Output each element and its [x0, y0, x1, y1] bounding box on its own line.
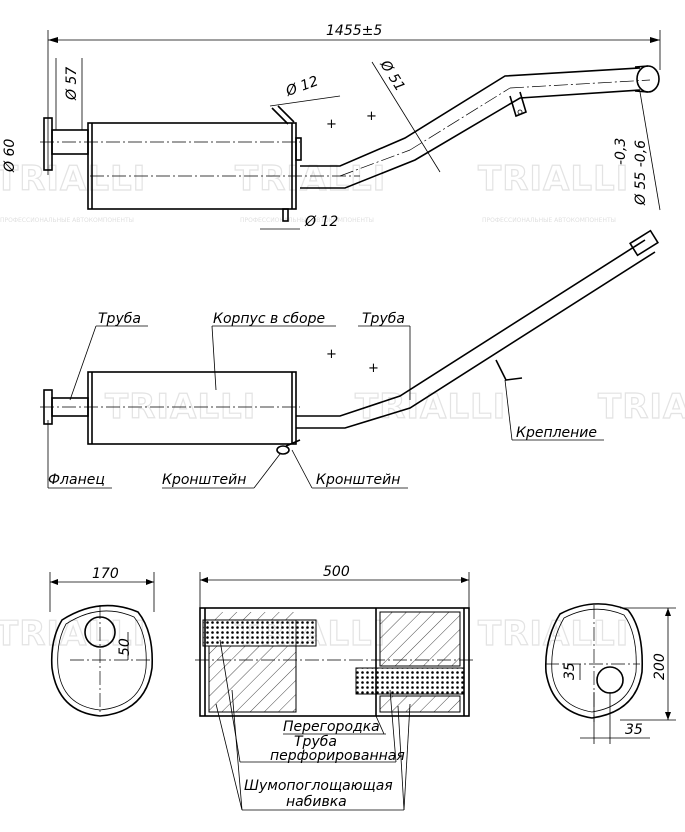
label-packing-1: Шумопоглощающая [244, 778, 393, 794]
label-perf-pipe-1: Труба [294, 734, 337, 750]
label-body-assembly: Корпус в сборе [213, 311, 325, 327]
outlet-hole [596, 666, 624, 694]
outlet-top [636, 65, 660, 93]
dim-bracket-bottom: Ø 12 [304, 214, 338, 230]
dim-bracket-top: Ø 12 [283, 73, 321, 100]
watermark-6: TRIALLI [598, 387, 685, 427]
dim-inlet-offset: 50 [117, 638, 133, 656]
label-perf-pipe-2: перфорированная [270, 748, 405, 764]
dim-outlet-tol: -0,3 [613, 138, 629, 165]
perf-pipe-left [202, 619, 317, 647]
label-pipe-left: Труба [98, 311, 141, 327]
dim-body-height: 200 [652, 653, 668, 680]
watermark-tag-1: ПРОФЕССИОНАЛЬНЫЕ АВТОКОМПОНЕНТЫ [0, 217, 134, 224]
packing-right [379, 611, 461, 667]
dim-inlet: Ø 57 [64, 67, 80, 101]
svg-text:+: + [326, 347, 337, 362]
label-mount: Крепление [516, 425, 597, 441]
svg-text:+: + [366, 109, 377, 124]
bracket-mid [276, 445, 290, 455]
watermark-1: TRIALLI [0, 159, 146, 199]
packing-left [208, 645, 297, 713]
svg-text:+: + [368, 361, 379, 376]
watermark-5: TRIALLI [355, 387, 506, 427]
view-middle: + + Труба Корпус в сборе Труба Крепление… [40, 229, 659, 489]
dim-outlet-offset-v: 35 [562, 662, 578, 680]
dim-outlet-offset-h: 35 [625, 722, 643, 738]
outlet-mid [629, 229, 659, 257]
label-partition: Перегородка [283, 719, 380, 735]
mount-mid [495, 359, 523, 381]
label-flange: Фланец [48, 472, 105, 488]
end-view-right [544, 603, 644, 719]
view-bottom: 170 50 500 Перегородка [49, 564, 676, 811]
view-top: 1455±5 Ø 60 Ø 57 Ø 12 Ø 12 [2, 23, 661, 230]
pipe-top-lower [300, 89, 641, 189]
body-top [87, 122, 297, 210]
label-bracket-1: Кронштейн [162, 472, 246, 488]
dim-overall-length: 1455±5 [326, 23, 382, 39]
pipe-mid-upper [296, 239, 646, 417]
watermark-3: TRIALLI [478, 159, 629, 199]
perf-pipe-right [355, 667, 465, 695]
watermark-9: TRIALLI [478, 614, 629, 654]
body-section [199, 607, 470, 717]
dim-flange: Ø 60 [2, 139, 18, 173]
watermark-tag-3: ПРОФЕССИОНАЛЬНЫЕ АВТОКОМПОНЕНТЫ [482, 217, 616, 224]
dim-body-length: 500 [323, 564, 350, 580]
pipe-mid-lower [296, 251, 656, 429]
end-view-left [50, 604, 154, 717]
label-packing-2: набивка [286, 794, 347, 810]
watermark-2: TRIALLI [235, 159, 386, 199]
watermark-tag-2: ПРОФЕССИОНАЛЬНЫЕ АВТОКОМПОНЕНТЫ [240, 217, 374, 224]
label-pipe-right: Труба [362, 311, 405, 327]
dim-outlet: Ø 55 -0,6 [633, 140, 649, 206]
body-mid [87, 371, 297, 445]
svg-text:+: + [326, 117, 337, 132]
dim-body-width: 170 [92, 566, 119, 582]
pipe-top-upper [300, 67, 641, 167]
label-bracket-2: Кронштейн [316, 472, 400, 488]
